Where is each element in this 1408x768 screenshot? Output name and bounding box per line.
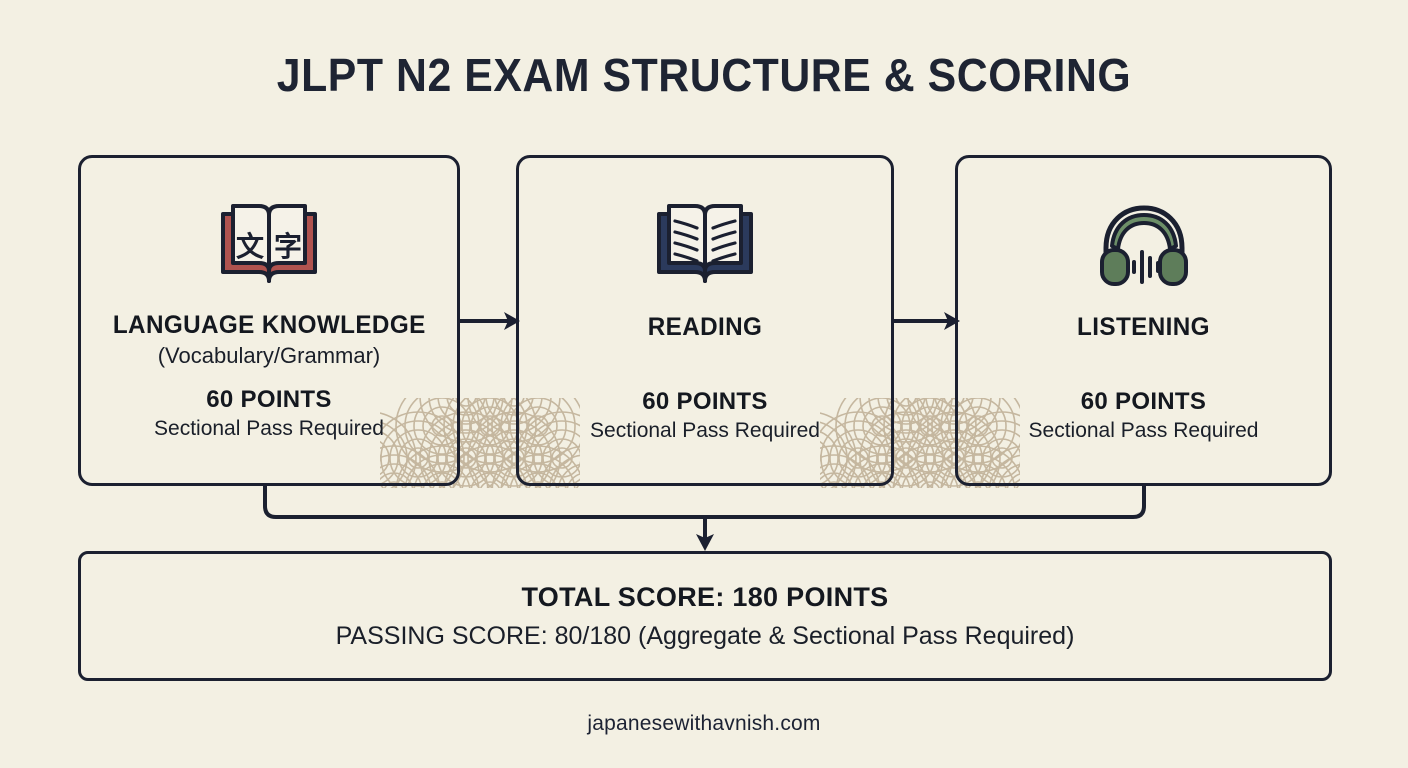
total-score-line: TOTAL SCORE: 180 POINTS <box>521 582 889 612</box>
section-card-language-knowledge[interactable]: 文 字 LANGUAGE KNOWLEDGE (Vocabulary/Gramm… <box>78 155 460 486</box>
open-book-kanji-icon: 文 字 <box>217 200 321 292</box>
svg-text:文: 文 <box>236 230 264 263</box>
svg-text:字: 字 <box>274 230 302 263</box>
section-points: 60 POINTS <box>642 388 768 415</box>
total-score-box[interactable]: TOTAL SCORE: 180 POINTS PASSING SCORE: 8… <box>78 551 1332 681</box>
section-title: LANGUAGE KNOWLEDGE <box>112 311 426 339</box>
section-subtitle: (Vocabulary/Grammar) <box>157 343 381 368</box>
merge-bus <box>263 486 1146 519</box>
headphones-waveform-icon <box>1092 200 1196 292</box>
section-note: Sectional Pass Required <box>154 417 384 440</box>
section-card-listening[interactable]: LISTENING 60 POINTS Sectional Pass Requi… <box>955 155 1332 486</box>
page-title: JLPT N2 EXAM STRUCTURE & SCORING <box>276 49 1132 101</box>
section-title: LISTENING <box>1077 313 1210 341</box>
arrow-down-head <box>696 534 714 551</box>
section-note: Sectional Pass Required <box>1028 419 1259 442</box>
section-points: 60 POINTS <box>206 386 332 413</box>
passing-score-line: PASSING SCORE: 80/180 (Aggregate & Secti… <box>335 622 1075 650</box>
section-points: 60 POINTS <box>1080 388 1207 415</box>
section-card-reading[interactable]: READING 60 POINTS Sectional Pass Require… <box>516 155 894 486</box>
open-book-lines-icon <box>653 200 757 292</box>
section-title: READING <box>647 313 763 341</box>
footer-website: japanesewithavnish.com <box>587 712 821 735</box>
section-note: Sectional Pass Required <box>590 419 820 442</box>
